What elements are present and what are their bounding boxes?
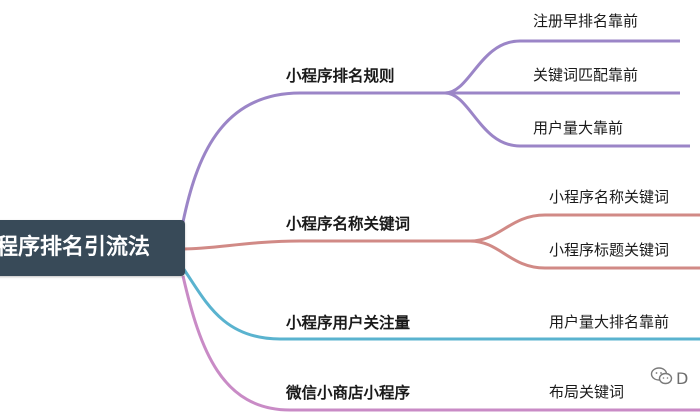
leaf-1-3-label: 用户量大靠前 [533, 119, 624, 137]
branch-2-connector [182, 239, 470, 251]
branch-1-connector [181, 91, 445, 223]
branch-4-connector [181, 275, 700, 412]
branch-1-label: 小程序排名规则 [286, 67, 395, 85]
watermark-text: D [676, 368, 689, 388]
leaf-4-1-label: 布局关键词 [549, 383, 625, 401]
leaf-2-1-label: 小程序名称关键词 [549, 188, 670, 206]
leaf-3-1-label: 用户量大排名靠前 [549, 313, 670, 331]
branch-4-label: 微信小商店小程序 [286, 384, 411, 402]
leaf-2-2-connector [469, 239, 700, 270]
leaf-1-3-connector [444, 91, 690, 148]
leaf-2-1-connector [469, 213, 700, 243]
branch-3-label: 小程序用户关注量 [286, 314, 411, 332]
watermark: D [650, 366, 700, 392]
wechat-icon [650, 366, 674, 390]
root-node: 程序排名引流法 [0, 220, 185, 276]
branch-3-connector [181, 267, 700, 341]
leaf-1-2-label: 关键词匹配靠前 [533, 66, 639, 84]
leaf-2-2-label: 小程序标题关键词 [549, 241, 670, 259]
leaf-1-1-label: 注册早排名靠前 [533, 12, 639, 30]
branch-2-label: 小程序名称关键词 [286, 215, 411, 233]
leaf-1-1-connector [444, 39, 680, 95]
